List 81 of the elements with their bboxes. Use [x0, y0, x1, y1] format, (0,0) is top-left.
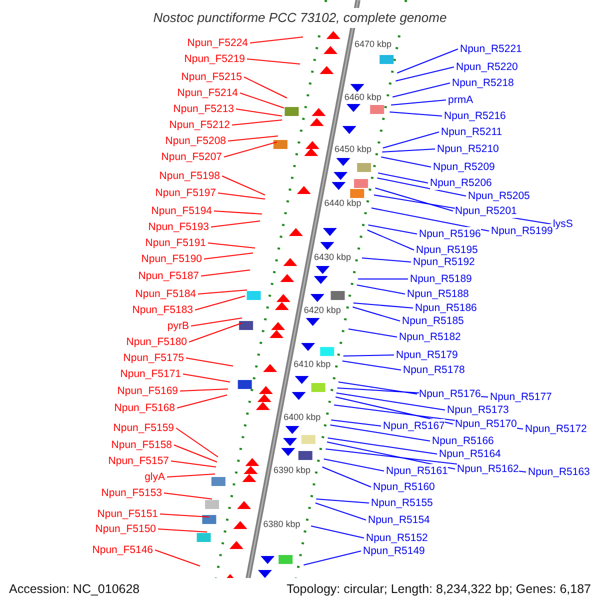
gene-label: Npun_F5159 — [113, 421, 174, 435]
gene-label: Npun_R5199 — [491, 224, 553, 238]
gene-label: Npun_F5169 — [117, 384, 178, 398]
gene-label: pyrB — [167, 319, 189, 333]
gene-label: Npun_R5211 — [441, 125, 502, 139]
gene-label: Npun_R5192 — [413, 255, 475, 269]
scale-label: 6440 kbp — [324, 198, 362, 209]
gene-label: Npun_F5207 — [161, 150, 222, 164]
gene-label: Npun_F5194 — [151, 204, 212, 218]
scale-label: 6410 kbp — [294, 359, 331, 370]
gene-label: Npun_F5214 — [177, 86, 238, 100]
scale-label: 6380 kbp — [263, 519, 300, 530]
gene-label: Npun_R5172 — [525, 422, 587, 436]
gene-label: Npun_F5171 — [120, 367, 181, 381]
gene-label: Npun_F5150 — [95, 522, 156, 536]
gene-label: Npun_R5163 — [528, 465, 590, 479]
gene-label: Npun_R5189 — [410, 272, 472, 286]
gene-label: Npun_R5186 — [415, 301, 477, 315]
gene-label: Npun_R5210 — [437, 142, 499, 156]
gene-label: Npun_F5215 — [181, 70, 242, 84]
gene-label: Npun_R5185 — [402, 314, 464, 328]
gene-label: Npun_F5190 — [141, 252, 202, 266]
gene-label: lysS — [553, 217, 573, 231]
scale-label: 6430 kbp — [314, 252, 352, 263]
gene-label: Npun_R5160 — [373, 480, 435, 494]
gene-label: prmA — [448, 93, 474, 107]
gene-label: Npun_R5164 — [439, 447, 501, 461]
gene-label: Npun_R5162 — [457, 462, 519, 476]
gene-label: Npun_R5176 — [419, 387, 481, 401]
gene-label: Npun_F5146 — [92, 543, 153, 557]
gene-label: Npun_F5168 — [114, 401, 175, 415]
gene-label: Npun_R5179 — [396, 348, 458, 362]
gene-label: Npun_F5212 — [169, 118, 230, 132]
gene-label: Npun_F5158 — [111, 438, 172, 452]
gene-label: Npun_F5193 — [148, 220, 209, 234]
gene-label: Npun_F5224 — [187, 36, 248, 50]
scale-label: 6450 kbp — [334, 144, 372, 155]
gene-label: Npun_R5170 — [455, 417, 517, 431]
gene-label: Npun_R5196 — [419, 227, 481, 241]
gene-label: glyA — [144, 470, 165, 484]
gene-label: Npun_R5161 — [386, 464, 448, 478]
gene-label: Npun_F5208 — [165, 134, 226, 148]
gene-label: Npun_F5157 — [108, 454, 169, 468]
gene-label: Npun_R5221 — [460, 42, 522, 56]
gene-label: Npun_F5219 — [184, 52, 245, 66]
gene-label: Npun_R5216 — [444, 109, 506, 123]
gene-label: Npun_R5173 — [447, 403, 509, 417]
gene-label: Npun_R5209 — [433, 160, 495, 174]
footer-text: Accession: NC_010628 — [9, 580, 140, 598]
footer-text: Topology: circular; Length: 8,234,322 bp; Genes: 6,187 — [286, 580, 591, 598]
gene-label: Npun_R5177 — [490, 390, 552, 404]
gene-label: Npun_R5220 — [456, 60, 518, 74]
scale-label: 6470 kbp — [354, 39, 392, 50]
gene-label: Npun_R5154 — [368, 513, 430, 527]
scale-label: 6460 kbp — [344, 92, 382, 103]
gene-label: Npun_R5167 — [383, 419, 445, 433]
gene-label: Npun_R5155 — [371, 496, 433, 510]
gene-label: Npun_R5149 — [363, 544, 425, 558]
gene-label: Npun_F5175 — [123, 351, 184, 365]
gene-label: Npun_F5151 — [97, 507, 158, 521]
gene-label: Npun_F5153 — [101, 486, 162, 500]
gene-label: Npun_F5197 — [155, 186, 216, 200]
gene-label: Npun_F5213 — [173, 102, 234, 116]
gene-label: Npun_F5184 — [135, 287, 196, 301]
gene-label: Npun_F5191 — [145, 236, 206, 250]
gene-label: Npun_R5188 — [407, 287, 469, 301]
gene-label: Npun_R5201 — [455, 204, 517, 218]
gene-label: Npun_R5166 — [432, 434, 494, 448]
gene-label: Npun_R5182 — [399, 330, 461, 344]
scale-label: 6400 kbp — [284, 412, 321, 423]
gene-label: Npun_R5152 — [366, 531, 428, 545]
gene-label: Npun_F5180 — [126, 335, 187, 349]
gene-label: Npun_R5206 — [430, 176, 492, 190]
gene-label: Npun_R5218 — [452, 76, 514, 90]
scale-label: 6420 kbp — [304, 305, 341, 316]
gene-label: Npun_R5205 — [468, 189, 530, 203]
gene-label: Npun_F5183 — [132, 303, 193, 317]
gene-label: Npun_F5198 — [159, 169, 220, 183]
gene-label: Npun_F5187 — [138, 269, 199, 283]
gene-label: Npun_R5178 — [403, 363, 465, 377]
scale-label: 6390 kbp — [274, 465, 311, 476]
